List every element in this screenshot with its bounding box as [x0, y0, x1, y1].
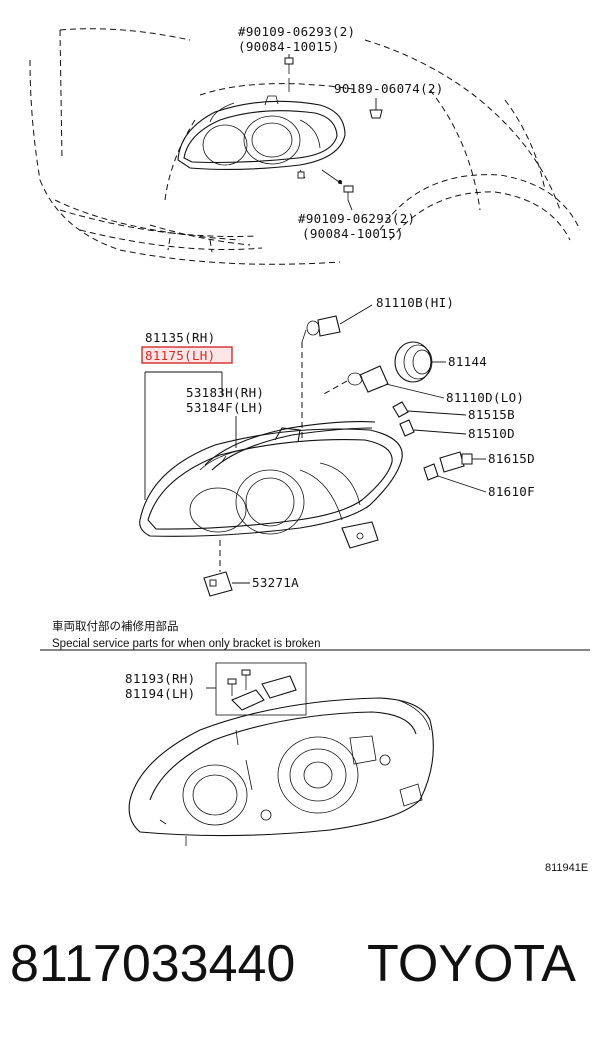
- callout-81510d: 81510D: [468, 426, 515, 441]
- car-front-illustration: [29, 28, 581, 265]
- bulb-81615d-icon: [439, 451, 473, 473]
- socket-81610f-icon: [423, 463, 439, 481]
- bulb-81515b-icon: [392, 401, 409, 418]
- callout-bolt-top: #90109-06293(2): [238, 24, 355, 39]
- callout-gasket-rh: 53183H(RH): [186, 385, 264, 400]
- callout-81515b: 81515B: [468, 407, 515, 422]
- footer-caption: 8117033440 TOYOTA: [0, 934, 600, 1014]
- headlamp-bracket-illustration: [128, 662, 434, 846]
- callout-clip: 90189-06074(2): [334, 81, 444, 96]
- callout-bolt-bottom-alt: (90084-10015): [302, 226, 404, 241]
- parts-diagram: #90109-06293(2) (90084-10015) 90189-0607…: [29, 24, 590, 874]
- note-japanese: 車両取付部の補修用部品: [52, 619, 179, 633]
- callout-81610f: 81610F: [488, 484, 535, 499]
- callout-gasket-lh: 53184F(LH): [186, 400, 264, 415]
- brand-name: TOYOTA: [367, 935, 576, 993]
- callout-81615d: 81615D: [488, 451, 535, 466]
- note-english: Special service parts for when only brac…: [52, 638, 320, 650]
- bolt-bottom-icon: [321, 169, 354, 200]
- diagram-code: 811941E: [545, 862, 588, 874]
- callout-bracket-lh: 81194(LH): [125, 686, 195, 701]
- clip-icon: [369, 98, 383, 119]
- callout-bulb-hi: 81110B(HI): [376, 295, 454, 310]
- callout-cap: 81144: [448, 354, 487, 369]
- cap-81144-icon: [394, 341, 433, 383]
- callout-53271a: 53271A: [252, 575, 299, 590]
- bulb-hi-icon: [301, 315, 341, 440]
- callout-bulb-lo: 81110D(LO): [446, 390, 524, 405]
- bulb-lo-icon: [321, 365, 389, 396]
- bolt-top-icon: [284, 57, 294, 92]
- callout-unit-rh: 81135(RH): [145, 330, 215, 345]
- highlight-lh-box: [141, 346, 233, 364]
- part-number: 8117033440: [10, 935, 296, 993]
- bracket-53271a-icon: [203, 540, 233, 597]
- callout-bracket-rh: 81193(RH): [125, 671, 195, 686]
- callout-unit-lh: 81175(LH): [145, 348, 215, 363]
- callout-bolt-bottom: #90109-06293(2): [298, 211, 415, 226]
- callout-bolt-top-alt: (90084-10015): [238, 39, 340, 54]
- socket-81510d-icon: [399, 419, 415, 437]
- headlamp-exploded: [139, 371, 403, 549]
- highlight-lh-background: [142, 347, 232, 363]
